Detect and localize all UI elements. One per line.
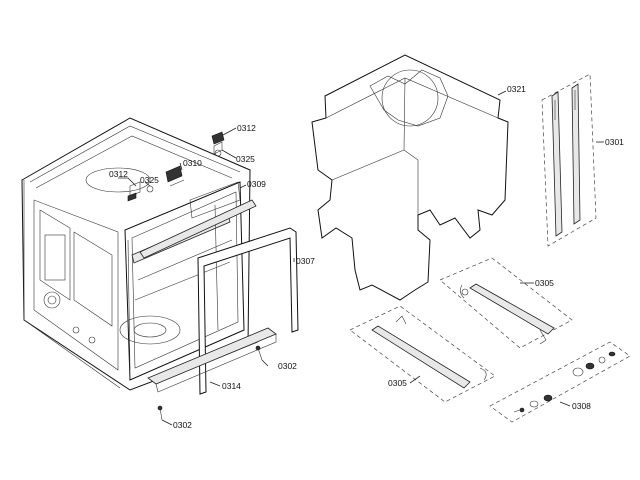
part-0321-insulation-blanket	[311, 54, 509, 301]
callout-0305-lower: 0305	[388, 378, 407, 388]
callout-0301: 0301	[605, 137, 624, 147]
part-0310-hinge	[165, 165, 185, 187]
callout-0314: 0314	[222, 381, 241, 391]
callout-0312-top: 0312	[237, 123, 256, 133]
leader-lines-left	[118, 127, 295, 426]
callout-0312-left: 0312	[109, 169, 128, 179]
leader-0308	[559, 401, 571, 407]
callout-0309: 0309	[247, 179, 266, 189]
leader-0321	[497, 90, 507, 96]
callout-0308: 0308	[572, 401, 591, 411]
callout-0310: 0310	[183, 158, 202, 168]
part-0305-rail-lower	[349, 305, 496, 403]
callout-0325-left: 0325	[140, 175, 159, 185]
part-0305-rail-upper	[439, 257, 573, 349]
part-0312-bracket-left	[127, 181, 141, 202]
callout-0305-upper: 0305	[535, 278, 554, 288]
part-0301-trim-strips	[541, 73, 597, 247]
part-0307-frame	[197, 227, 299, 395]
leader-0305-lower	[409, 375, 421, 384]
callout-0307: 0307	[296, 256, 315, 266]
callout-0302-bottom: 0302	[173, 420, 192, 430]
callout-0321: 0321	[507, 84, 526, 94]
callout-0302-right: 0302	[278, 361, 297, 371]
part-0308-hardware-kit	[489, 341, 631, 423]
part-0302-screws	[157, 345, 263, 421]
part-0312-bracket-top	[211, 131, 225, 155]
part-0309-strip	[139, 199, 257, 259]
callout-0325-top: 0325	[236, 154, 255, 164]
part-0314-base	[147, 327, 277, 393]
